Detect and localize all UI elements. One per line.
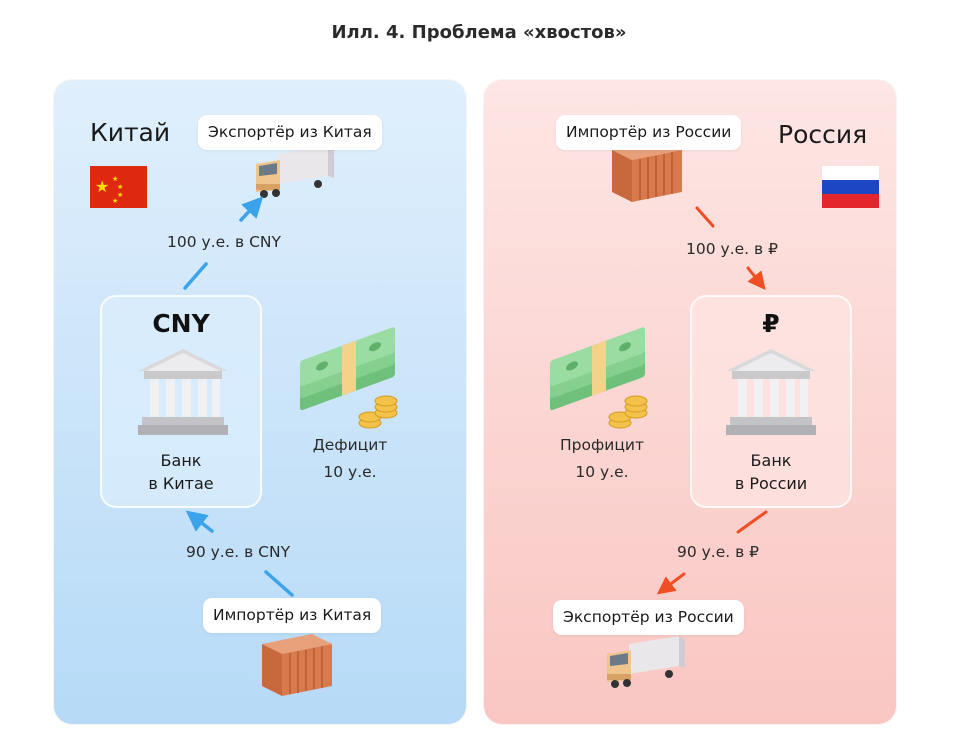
flow-out-label: 90 у.е. в ₽ [676, 543, 760, 561]
country-label-russia: Россия [778, 120, 868, 149]
importer-russia-label: Импортёр из России [556, 115, 742, 150]
flow-in-label: 100 у.е. в CNY [167, 233, 281, 251]
country-label-china: Китай [90, 118, 171, 147]
flow-in-label: 100 у.е. в ₽ [686, 240, 778, 258]
china-flag-icon: ★ ★ ★ ★ ★ [90, 166, 147, 208]
exporter-china-label: Экспортёр из Китая [198, 115, 382, 150]
flow-arrow-in [695, 206, 766, 291]
svg-text:★: ★ [112, 197, 118, 205]
svg-text:★: ★ [117, 191, 123, 199]
exporter-russia-label: Экспортёр из России [553, 600, 744, 635]
figure-title: Илл. 4. Проблема «хвостов» [331, 22, 627, 43]
flow-out-label: 90 у.е. в CNY [185, 543, 291, 561]
bank-icon [138, 349, 228, 435]
bank-currency: ₽ [762, 309, 780, 338]
importer-china-label: Импортёр из Китая [203, 598, 382, 633]
flow-arrow-out [185, 510, 294, 597]
money-icon [299, 325, 398, 429]
truck-icon [607, 636, 685, 688]
flow-arrow-out [656, 510, 768, 595]
svg-text:★: ★ [95, 177, 109, 196]
container-icon [261, 633, 333, 697]
money-icon [549, 325, 648, 429]
flow-arrow-in [183, 196, 264, 290]
svg-text:★: ★ [117, 183, 123, 191]
bank-currency: CNY [152, 309, 210, 338]
svg-text:★: ★ [112, 175, 118, 183]
bank-icon [726, 349, 816, 435]
truck-icon [256, 146, 334, 198]
russia-flag-icon [822, 166, 879, 208]
